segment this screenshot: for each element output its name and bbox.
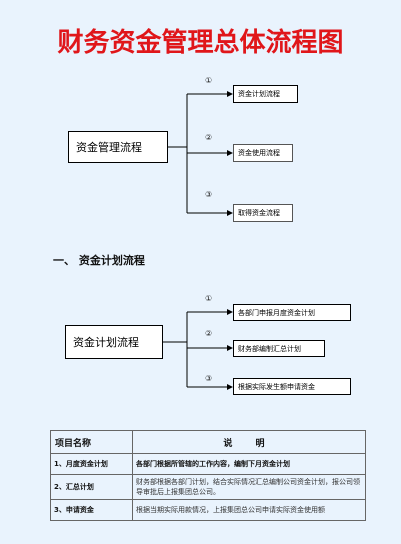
section-heading: 一、 资金计划流程 <box>53 254 145 267</box>
description-table: 项目名称 说 明 1、月度资金计划 各部门根据所管辖的工作内容，编制下月资金计划… <box>50 430 366 521</box>
table-row: 3、申请资金 根据当期实际用款情况，上报集团总公司申请实际资金使用额 <box>50 499 366 521</box>
node-finance-summary-plan: 财务部编制汇总计划 <box>233 340 325 357</box>
page-title: 财务资金管理总体流程图 <box>57 28 344 58</box>
row-name: 1、月度资金计划 <box>50 453 133 475</box>
row-name: 3、申请资金 <box>50 499 133 521</box>
d1-branch-2-number: ② <box>205 133 213 142</box>
d2-branch-3-number: ③ <box>205 374 213 383</box>
row-name: 2、汇总计划 <box>50 474 133 500</box>
node-fund-acquisition-process: 取得资金流程 <box>233 204 293 222</box>
main-node-fund-plan: 资金计划流程 <box>65 325 163 359</box>
d2-branch-1-number: ① <box>205 294 213 303</box>
header-description: 说 明 <box>132 430 366 454</box>
table-header-row: 项目名称 说 明 <box>50 430 366 454</box>
header-item-name: 项目名称 <box>50 430 133 454</box>
d1-branch-1-number: ① <box>205 76 213 85</box>
node-fund-plan-process: 资金计划流程 <box>233 85 298 103</box>
main-node-fund-management: 资金管理流程 <box>68 131 168 163</box>
row-description: 根据当期实际用款情况，上报集团总公司申请实际资金使用额 <box>132 499 366 521</box>
d2-branch-2-number: ② <box>205 329 213 338</box>
node-dept-monthly-plan: 各部门申报月度资金计划 <box>233 304 351 321</box>
table-row: 1、月度资金计划 各部门根据所管辖的工作内容，编制下月资金计划 <box>50 453 366 475</box>
node-apply-funds: 根据实际发生额申请资金 <box>233 378 351 395</box>
row-description: 财务部根据各部门计划，结合实际情况汇总编制公司资金计划，报公司领导审批后上报集团… <box>132 474 366 500</box>
table-row: 2、汇总计划 财务部根据各部门计划，结合实际情况汇总编制公司资金计划，报公司领导… <box>50 474 366 500</box>
node-fund-usage-process: 资金使用流程 <box>233 144 293 162</box>
d1-branch-3-number: ③ <box>205 190 213 199</box>
row-description: 各部门根据所管辖的工作内容，编制下月资金计划 <box>132 453 366 475</box>
